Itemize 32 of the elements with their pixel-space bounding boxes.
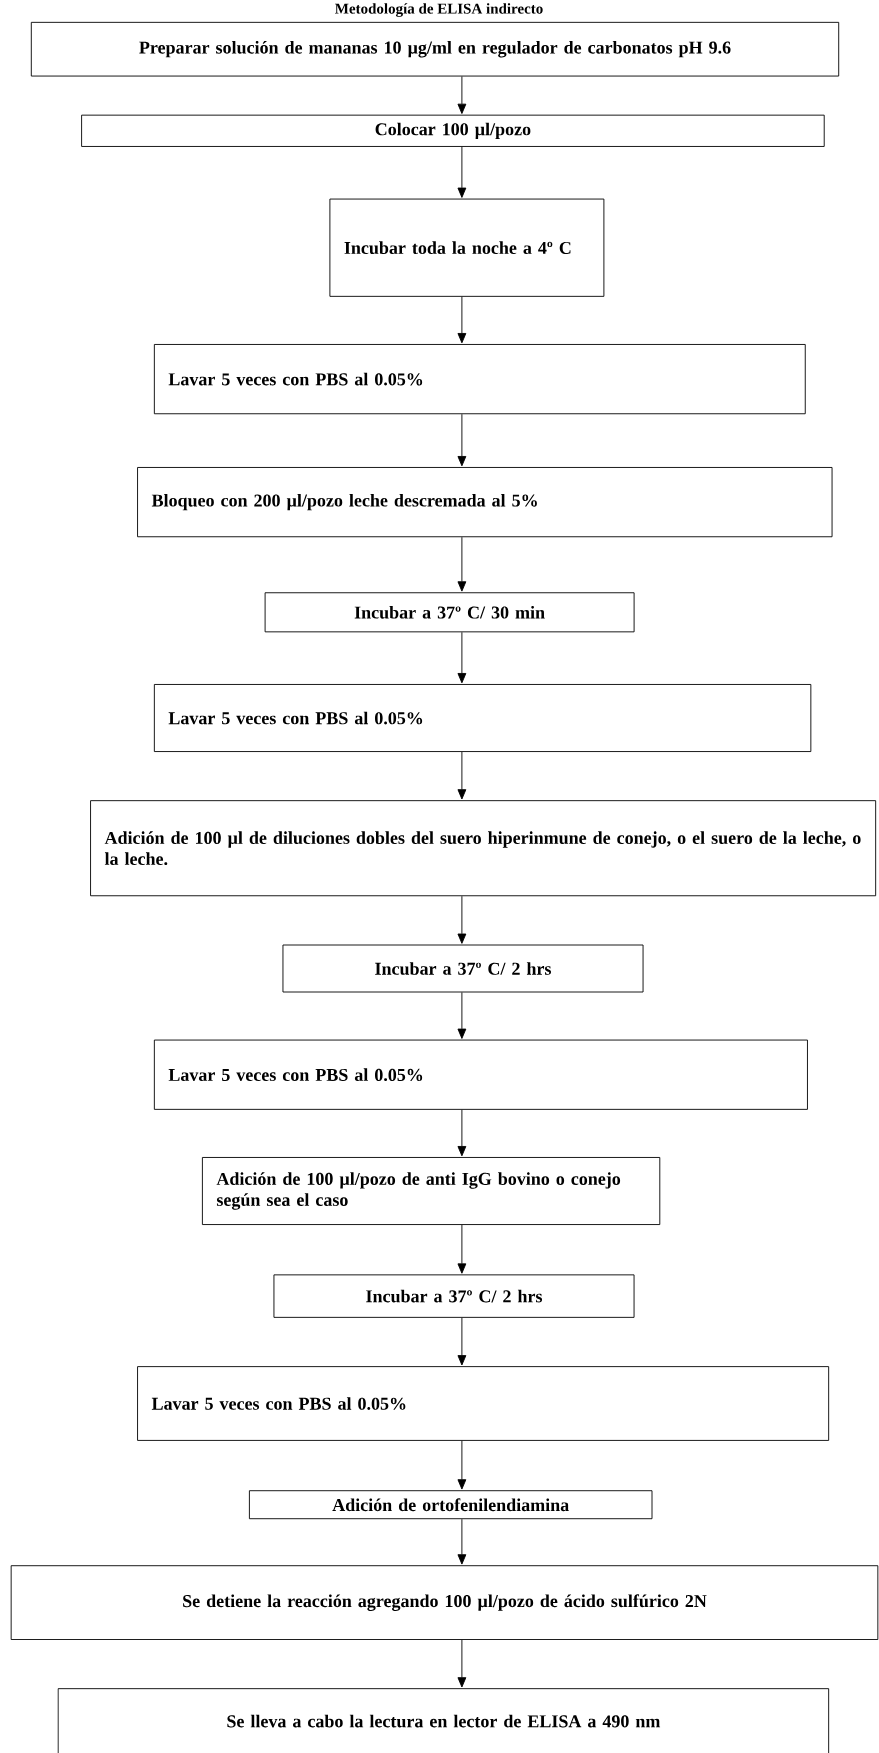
process-box: Colocar 100 µl/pozo bbox=[81, 114, 825, 147]
process-box: Bloqueo con 200 µl/pozo leche descremada al 5% bbox=[137, 467, 833, 538]
process-box: Adición de 100 µl/pozo de anti IgG bovino o conejo según sea el caso bbox=[201, 1157, 661, 1225]
process-box: Incubar toda la noche a 4º C bbox=[329, 198, 605, 297]
process-box: Se lleva a cabo la lectura en lector de ELISA a 490 nm bbox=[57, 1688, 830, 1753]
process-box: Lavar 5 veces con PBS al 0.05% bbox=[153, 344, 806, 415]
process-box: Adición de ortofenilendiamina bbox=[248, 1490, 653, 1520]
process-box: Preparar solución de mananas 10 µg/ml en regulador de carbonatos pH 9.6 bbox=[30, 21, 840, 77]
arrow bbox=[457, 1639, 467, 1688]
process-box: Se detiene la reacción agregando 100 µl/pozo de ácido sulfúrico 2N bbox=[10, 1565, 879, 1640]
process-box: Lavar 5 veces con PBS al 0.05% bbox=[153, 1039, 808, 1110]
arrow bbox=[457, 1224, 467, 1274]
title: Metodología de ELISA indirecto bbox=[335, 3, 543, 17]
arrow bbox=[457, 1518, 467, 1565]
process-box: Incubar a 37º C/ 2 hrs bbox=[282, 944, 644, 993]
process-box: Incubar a 37º C/ 30 min bbox=[264, 592, 635, 633]
arrow bbox=[457, 413, 467, 467]
arrow bbox=[457, 895, 467, 944]
arrow bbox=[457, 992, 467, 1039]
arrow bbox=[457, 1317, 467, 1366]
arrow bbox=[457, 1109, 467, 1157]
arrow bbox=[457, 751, 467, 800]
arrow bbox=[457, 76, 467, 114]
arrow bbox=[457, 536, 467, 592]
arrow bbox=[457, 146, 467, 198]
arrow bbox=[457, 296, 467, 344]
process-box: Lavar 5 veces con PBS al 0.05% bbox=[153, 684, 812, 752]
process-box: Lavar 5 veces con PBS al 0.05% bbox=[137, 1366, 830, 1441]
arrow bbox=[457, 631, 467, 684]
process-box: Incubar a 37º C/ 2 hrs bbox=[273, 1274, 635, 1318]
arrow bbox=[457, 1440, 467, 1490]
process-box: Adición de 100 µl de diluciones dobles del suero hiperinmune de conejo, o el suero de la leche, o la leche. bbox=[90, 800, 877, 897]
